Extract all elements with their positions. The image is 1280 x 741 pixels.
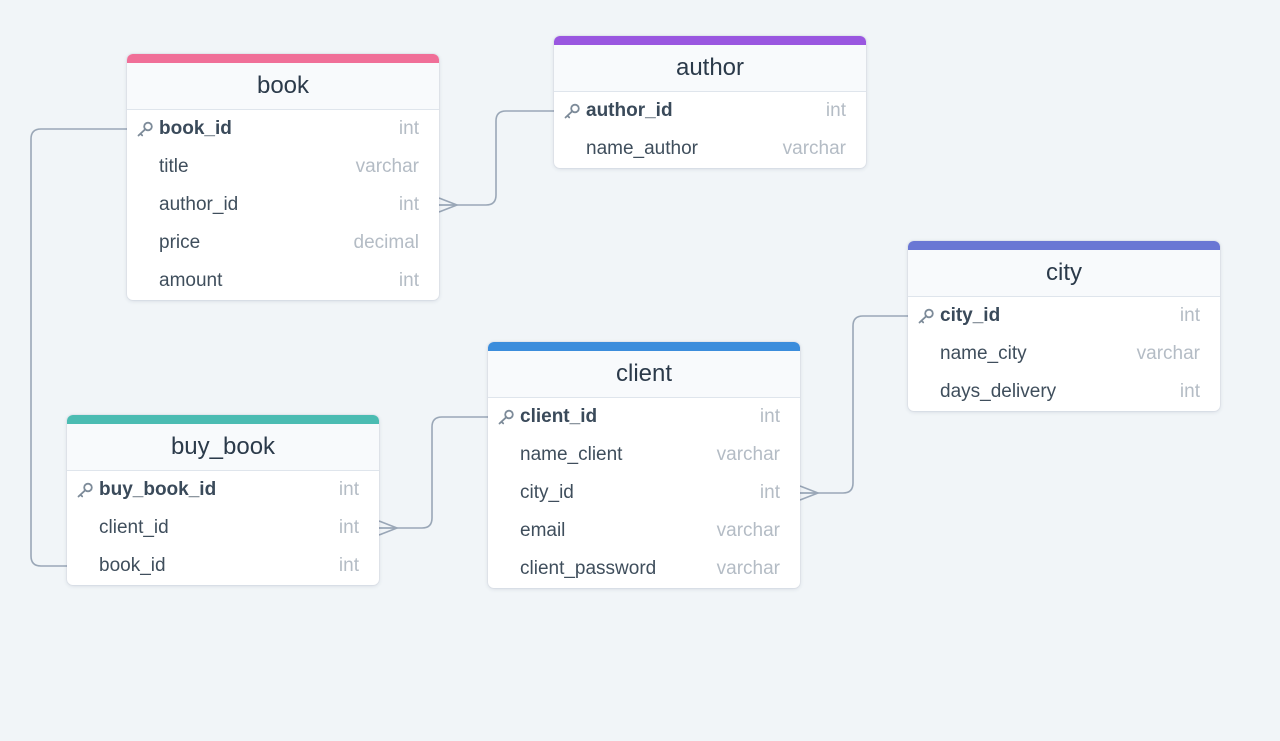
- column-row-days-delivery[interactable]: days_delivery int: [908, 373, 1220, 411]
- column-row-author-id[interactable]: author_id int: [554, 92, 866, 130]
- relation-book-author-line: [439, 110, 554, 206]
- many-end-crowfoot: [438, 197, 460, 213]
- column-type: varchar: [716, 444, 780, 465]
- primary-key-icon: [136, 121, 154, 137]
- column-row-author-id[interactable]: author_id int: [127, 186, 439, 224]
- column-type: int: [398, 270, 419, 291]
- column-type: varchar: [716, 520, 780, 541]
- relation-client-city-line: [800, 315, 908, 494]
- column-name: client_id: [520, 406, 598, 427]
- column-type: varchar: [782, 138, 846, 159]
- column-row-title[interactable]: title varchar: [127, 148, 439, 186]
- table-name: buy_book: [170, 433, 276, 460]
- primary-key-icon: [917, 308, 935, 324]
- column-type: varchar: [355, 156, 419, 177]
- column-type: int: [338, 479, 359, 500]
- column-name: city_id: [940, 305, 1001, 326]
- primary-key-icon: [497, 409, 515, 425]
- column-type: int: [759, 406, 780, 427]
- column-type: int: [1179, 381, 1200, 402]
- column-name: client_password: [520, 558, 657, 579]
- column-row-name-city[interactable]: name_city varchar: [908, 335, 1220, 373]
- column-type: int: [338, 555, 359, 576]
- table-header[interactable]: client: [488, 342, 800, 398]
- column-row-name-client[interactable]: name_client varchar: [488, 436, 800, 474]
- column-row-city-id[interactable]: city_id int: [488, 474, 800, 512]
- many-end-crowfoot: [799, 485, 821, 501]
- column-row-city-id[interactable]: city_id int: [908, 297, 1220, 335]
- table-header[interactable]: buy_book: [67, 415, 379, 471]
- column-type: varchar: [1136, 343, 1200, 364]
- column-name: price: [159, 232, 201, 253]
- column-row-book-id[interactable]: book_id int: [127, 110, 439, 148]
- column-name: city_id: [520, 482, 574, 503]
- table-name: client: [615, 360, 673, 387]
- column-type: int: [398, 194, 419, 215]
- column-name: amount: [159, 270, 223, 291]
- column-name: author_id: [159, 194, 239, 215]
- column-type: decimal: [353, 232, 419, 253]
- column-type: int: [338, 517, 359, 538]
- column-row-price[interactable]: price decimal: [127, 224, 439, 262]
- table-header[interactable]: book: [127, 54, 439, 110]
- column-row-client-password[interactable]: client_password varchar: [488, 550, 800, 588]
- column-type: int: [759, 482, 780, 503]
- column-name: book_id: [99, 555, 166, 576]
- primary-key-icon: [563, 103, 581, 119]
- table-name: author: [675, 54, 745, 81]
- column-row-name-author[interactable]: name_author varchar: [554, 130, 866, 168]
- column-name: author_id: [586, 100, 673, 121]
- column-type: int: [398, 118, 419, 139]
- column-row-book-id[interactable]: book_id int: [67, 547, 379, 585]
- column-name: name_client: [520, 444, 623, 465]
- column-type: int: [825, 100, 846, 121]
- column-name: title: [159, 156, 189, 177]
- column-name: name_author: [586, 138, 698, 159]
- column-name: book_id: [159, 118, 232, 139]
- primary-key-icon: [76, 482, 94, 498]
- column-name: buy_book_id: [99, 479, 217, 500]
- column-name: days_delivery: [940, 381, 1057, 402]
- relation-buybook-client-line: [379, 416, 488, 529]
- column-type: varchar: [716, 558, 780, 579]
- column-name: email: [520, 520, 566, 541]
- many-end-crowfoot: [378, 520, 400, 536]
- column-row-buy-book-id[interactable]: buy_book_id int: [67, 471, 379, 509]
- column-row-client-id[interactable]: client_id int: [67, 509, 379, 547]
- column-row-client-id[interactable]: client_id int: [488, 398, 800, 436]
- column-type: int: [1179, 305, 1200, 326]
- table-header[interactable]: author: [554, 36, 866, 92]
- column-name: name_city: [940, 343, 1027, 364]
- table-name: book: [256, 72, 310, 99]
- column-row-amount[interactable]: amount int: [127, 262, 439, 300]
- column-name: client_id: [99, 517, 169, 538]
- table-header[interactable]: city: [908, 241, 1220, 297]
- table-name: city: [1046, 259, 1082, 286]
- column-row-email[interactable]: email varchar: [488, 512, 800, 550]
